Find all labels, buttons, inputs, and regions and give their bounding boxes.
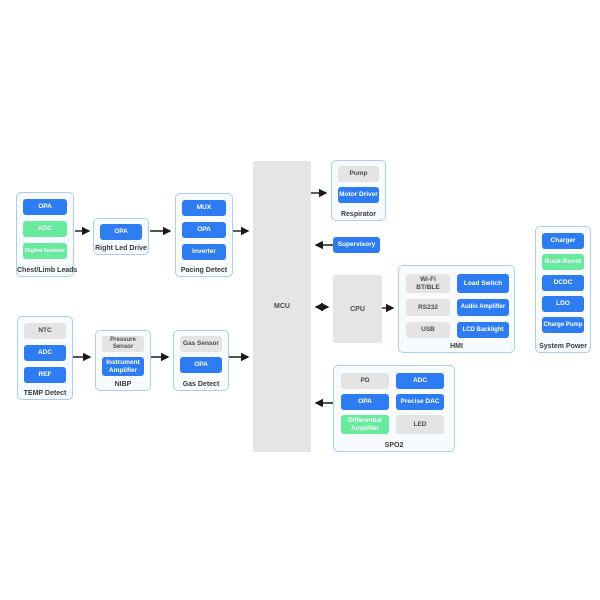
group-label-system-power: System Power [539, 343, 587, 350]
block-charger: Charger [542, 233, 584, 249]
block-adc: ADC [24, 345, 66, 361]
block-charge-pump: Charge Pump [542, 317, 584, 333]
block-instrument-amplifier: Instrument Amplifier [102, 357, 144, 376]
group-spo2: PD ADC OPA Precise DAC Differential Ampl… [333, 365, 455, 452]
group-hmi: Wi-Fi BT/BLE Load Switch RS232 Audio Amp… [398, 265, 515, 353]
group-system-power: Charger Buck-Boost DCDC LDO Charge Pump … [535, 226, 591, 353]
group-label-pacing-detect: Pacing Detect [180, 267, 228, 274]
group-gas-detect: Gas Sensor OPA Gas Detect [173, 330, 229, 391]
block-gas-sensor: Gas Sensor [180, 336, 222, 352]
block-usb: USB [406, 322, 450, 338]
block-pump: Pump [338, 166, 379, 182]
mcu-block: MCU [253, 161, 311, 452]
block-digital-isolator: Digital Isolator [23, 243, 67, 259]
group-label-respirator: Respirator [340, 211, 376, 218]
group-nibp: Pressure Sensor Instrument Amplifier NIB… [95, 330, 151, 391]
block-inverter: Inverter [182, 244, 226, 260]
block-adc: ADC [396, 373, 444, 389]
group-label-spo2: SPO2 [384, 442, 404, 449]
block-opa: OPA [341, 394, 389, 410]
block-opa: OPA [100, 224, 142, 240]
block-wifi-bt-ble: Wi-Fi BT/BLE [406, 274, 450, 293]
block-opa: OPA [182, 222, 226, 238]
block-dcdc: DCDC [542, 275, 584, 291]
block-led: LED [396, 415, 444, 434]
block-audio-amplifier: Audio Amplifier [457, 299, 509, 316]
cpu-block: CPU [333, 275, 382, 343]
block-precise-dac: Precise DAC [396, 394, 444, 410]
group-label-temp-detect: TEMP Detect [23, 390, 67, 397]
block-ref: REF [24, 367, 66, 383]
group-right-led-drive: OPA Right Led Drive [93, 218, 149, 255]
block-motor-driver: Motor Driver [338, 187, 379, 203]
block-adc: ADC [23, 221, 67, 237]
block-differential-amplifier: Differential Amplifier [341, 415, 389, 434]
block-buck-boost: Buck-Boost [542, 254, 584, 270]
group-label-chest-limb-leads: Chest/Limb Leads [17, 267, 78, 274]
group-label-right-led-drive: Right Led Drive [95, 245, 147, 252]
group-respirator: Pump Motor Driver Respirator [331, 160, 386, 221]
block-rs232: RS232 [406, 299, 450, 316]
group-pacing-detect: MUX OPA Inverter Pacing Detect [175, 193, 233, 277]
block-pd: PD [341, 373, 389, 389]
block-ntc: NTC [24, 323, 66, 339]
group-label-nibp: NIBP [114, 381, 132, 388]
block-opa: OPA [180, 357, 222, 373]
block-pressure-sensor: Pressure Sensor [102, 336, 144, 352]
supervisory-block: Supervisory [333, 237, 380, 253]
block-load-switch: Load Switch [457, 274, 509, 293]
block-mux: MUX [182, 200, 226, 216]
group-chest-limb-leads: OPA ADC Digital Isolator Chest/Limb Lead… [16, 192, 78, 277]
group-label-hmi: HMI [450, 343, 463, 350]
block-lcd-backlight: LCD Backlight [457, 322, 509, 338]
group-temp-detect: NTC ADC REF TEMP Detect [17, 316, 73, 400]
block-ldo: LDO [542, 296, 584, 312]
group-label-gas-detect: Gas Detect [182, 381, 220, 388]
block-opa: OPA [23, 199, 67, 215]
